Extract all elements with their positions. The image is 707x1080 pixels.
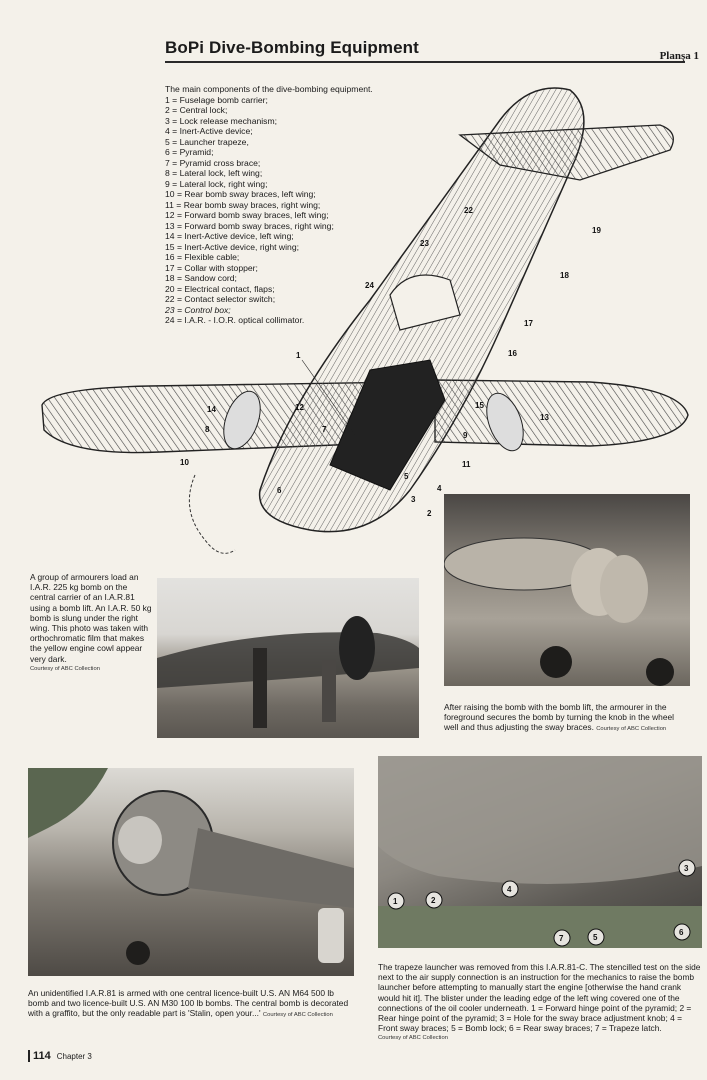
tailplane <box>458 124 674 181</box>
right-wing <box>434 379 689 447</box>
canopy <box>389 274 461 331</box>
callout-3: 3 <box>411 495 416 504</box>
callout-4: 4 <box>437 484 442 493</box>
photo-trapeze-removed: 1 2 3 4 5 6 7 <box>378 756 702 948</box>
legend-item: 1 = Fuselage bomb carrier; <box>165 94 268 105</box>
page-number: 114 <box>28 1050 51 1062</box>
trapeze-marker-3: 3 <box>684 864 689 873</box>
callout-24: 24 <box>365 281 374 290</box>
callout-11: 11 <box>462 460 471 469</box>
bomb-carrier-cutaway <box>329 359 446 491</box>
trapeze-marker-6: 6 <box>679 928 684 937</box>
legend-item: 9 = Lateral lock, right wing; <box>165 178 268 189</box>
photo-bomb-lift <box>444 494 690 686</box>
legend-item: 3 = Lock release mechanism; <box>165 115 278 126</box>
callout-8: 8 <box>205 425 210 434</box>
legend-item: 6 = Pyramid; <box>165 147 214 157</box>
aircraft-cutaway-diagram: 1 2 3 4 5 6 7 8 9 10 11 12 13 14 15 16 1… <box>41 87 689 554</box>
trapeze-marker-4: 4 <box>507 885 512 894</box>
legend-item: 17 = Collar with stopper; <box>165 262 258 273</box>
callout-15: 15 <box>475 401 484 410</box>
page-folio: 114 Chapter 3 <box>28 1050 92 1062</box>
diagram-callouts: 1 2 3 4 5 6 7 8 9 10 11 12 13 14 15 16 1… <box>180 206 601 518</box>
photo-armourers <box>157 578 419 738</box>
legend-item: 12 = Forward bomb sway braces, left wing… <box>165 210 329 220</box>
legend-item: 2 = Central lock; <box>165 105 228 115</box>
legend-item: 22 = Contact selector switch; <box>165 294 276 304</box>
legend-item: 16 = Flexible cable; <box>165 252 240 262</box>
callout-14: 14 <box>207 405 216 414</box>
legend-item: 20 = Electrical contact, flaps; <box>165 283 275 294</box>
callout-16: 16 <box>508 349 517 358</box>
callout-22: 22 <box>464 206 473 215</box>
propeller-sketch <box>188 474 236 554</box>
legend-item: 18 = Sandow cord; <box>165 273 237 283</box>
trapeze-marker-5: 5 <box>593 933 598 942</box>
legend-item: 4 = Inert-Active device; <box>165 126 253 136</box>
callout-1: 1 <box>296 351 301 360</box>
right-wing-bomb <box>486 392 524 452</box>
chapter-label: Chapter 3 <box>56 1051 92 1061</box>
legend-item: 15 = Inert-Active device, right wing; <box>165 241 299 252</box>
caption-trapeze: The trapeze launcher was removed from th… <box>378 962 701 1042</box>
trapeze-marker-2: 2 <box>431 896 436 905</box>
callout-18: 18 <box>560 271 569 280</box>
legend-item: 23 = Control box; <box>165 304 231 315</box>
trapeze-marker-1: 1 <box>393 897 398 906</box>
caption-armourers: A group of armourers load an I.A.R. 225 … <box>30 572 152 672</box>
page-title: BoPi Dive-Bombing Equipment <box>165 38 419 57</box>
legend-item: 5 = Launcher trapeze, <box>165 136 249 147</box>
callout-10: 10 <box>180 458 189 467</box>
trapeze-marker-7: 7 <box>559 934 564 943</box>
photo-unidentified-iar81 <box>28 768 354 976</box>
callout-19: 19 <box>592 226 601 235</box>
legend-intro: The main components of the dive-bombing … <box>165 84 373 94</box>
legend-item: 8 = Lateral lock, left wing; <box>165 168 263 178</box>
callout-6: 6 <box>277 486 282 495</box>
callout-12: 12 <box>295 403 304 412</box>
legend-item: 24 = I.A.R. - I.O.R. optical collimator. <box>165 315 305 325</box>
legend-item: 13 = Forward bomb sway braces, right win… <box>165 220 334 231</box>
title-rule <box>165 61 685 63</box>
legend-item: 7 = Pyramid cross brace; <box>165 157 261 168</box>
callout-7: 7 <box>322 425 327 434</box>
legend-item: 10 = Rear bomb sway braces, left wing; <box>165 189 316 199</box>
plate-label: Planşa 1 <box>659 50 699 62</box>
callout-9: 9 <box>463 431 468 440</box>
callout-5: 5 <box>404 472 409 481</box>
callout-17: 17 <box>524 319 533 328</box>
caption-unidentified: An unidentified I.A.R.81 is armed with o… <box>28 988 349 1019</box>
callout-2: 2 <box>427 509 432 518</box>
caption-bomb-lift: After raising the bomb with the bomb lif… <box>444 702 674 733</box>
legend-item: 11 = Rear bomb sway braces, right wing; <box>165 199 321 210</box>
left-wing-bomb <box>223 390 261 450</box>
callout-23: 23 <box>420 239 429 248</box>
legend-item: 14 = Inert-Active device, left wing; <box>165 231 294 241</box>
callout-13: 13 <box>540 413 549 422</box>
component-legend: The main components of the dive-bombing … <box>165 84 405 326</box>
